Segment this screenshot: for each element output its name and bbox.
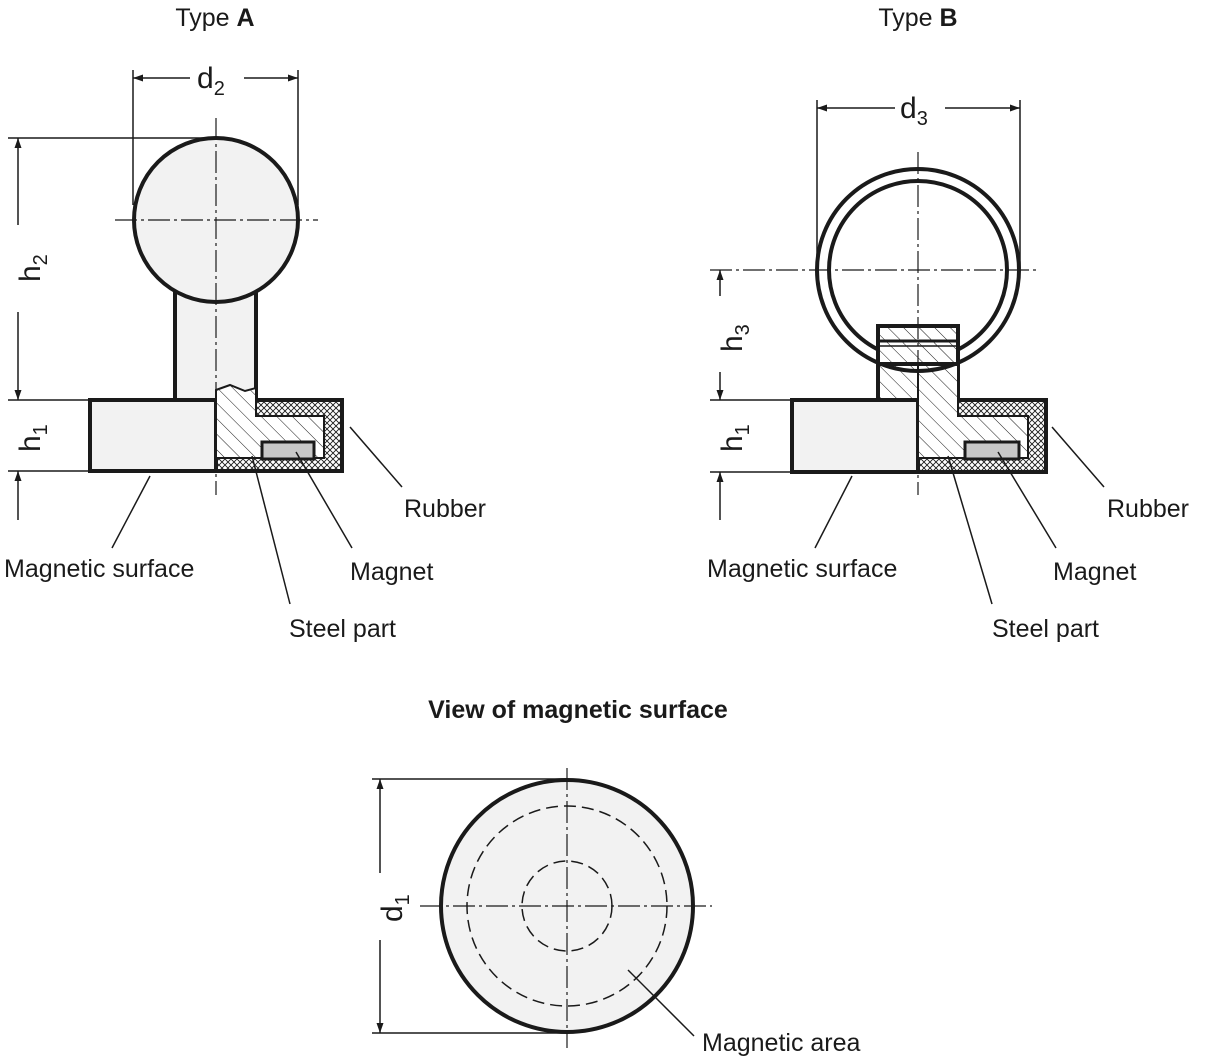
type-b-leader-surface [814, 475, 853, 549]
type-b-heading: Type B [878, 4, 957, 32]
type-b-base [790, 398, 920, 474]
type-a-drawing [8, 70, 403, 605]
surface-d1-label: d1 [376, 894, 414, 922]
type-b-label-steel-part: Steel part [992, 615, 1099, 643]
surface-label-magnetic-area: Magnetic area [702, 1029, 861, 1057]
type-a-label-steel-part: Steel part [289, 615, 396, 643]
type-a-magnet [260, 440, 316, 461]
type-b-d3-label: d3 [900, 92, 928, 130]
surface-view-drawing [372, 768, 712, 1048]
type-b-drawing [710, 100, 1105, 605]
type-b-label-magnet: Magnet [1053, 558, 1136, 586]
type-a-heading: Type A [175, 4, 254, 32]
type-a-leader-surface [111, 475, 151, 549]
type-b-leader-rubber [1051, 426, 1105, 488]
type-a-label-magnet: Magnet [350, 558, 433, 586]
type-b-magnet [963, 440, 1021, 461]
type-b-leader-steel [947, 455, 993, 605]
surface-leader-magnetic-area [627, 969, 695, 1037]
type-a-label-magnetic-surface: Magnetic surface [4, 555, 194, 583]
type-b-label-rubber: Rubber [1107, 495, 1189, 523]
type-b-h3-label: h3 [716, 324, 754, 352]
type-a-base [88, 398, 218, 473]
type-a-leader-steel [251, 455, 291, 605]
type-a-h1-label: h1 [14, 424, 52, 452]
type-a-leader-magnet [295, 451, 353, 549]
type-b-leader-magnet [997, 451, 1057, 549]
type-b-label-magnetic-surface: Magnetic surface [707, 555, 897, 583]
surface-view-heading: View of magnetic surface [428, 696, 728, 724]
type-a-d2-label: d2 [197, 62, 225, 100]
type-a-label-rubber: Rubber [404, 495, 486, 523]
type-b-h1-label: h1 [716, 424, 754, 452]
type-a-h2-label: h2 [14, 254, 52, 282]
type-a-leader-rubber [349, 426, 403, 488]
